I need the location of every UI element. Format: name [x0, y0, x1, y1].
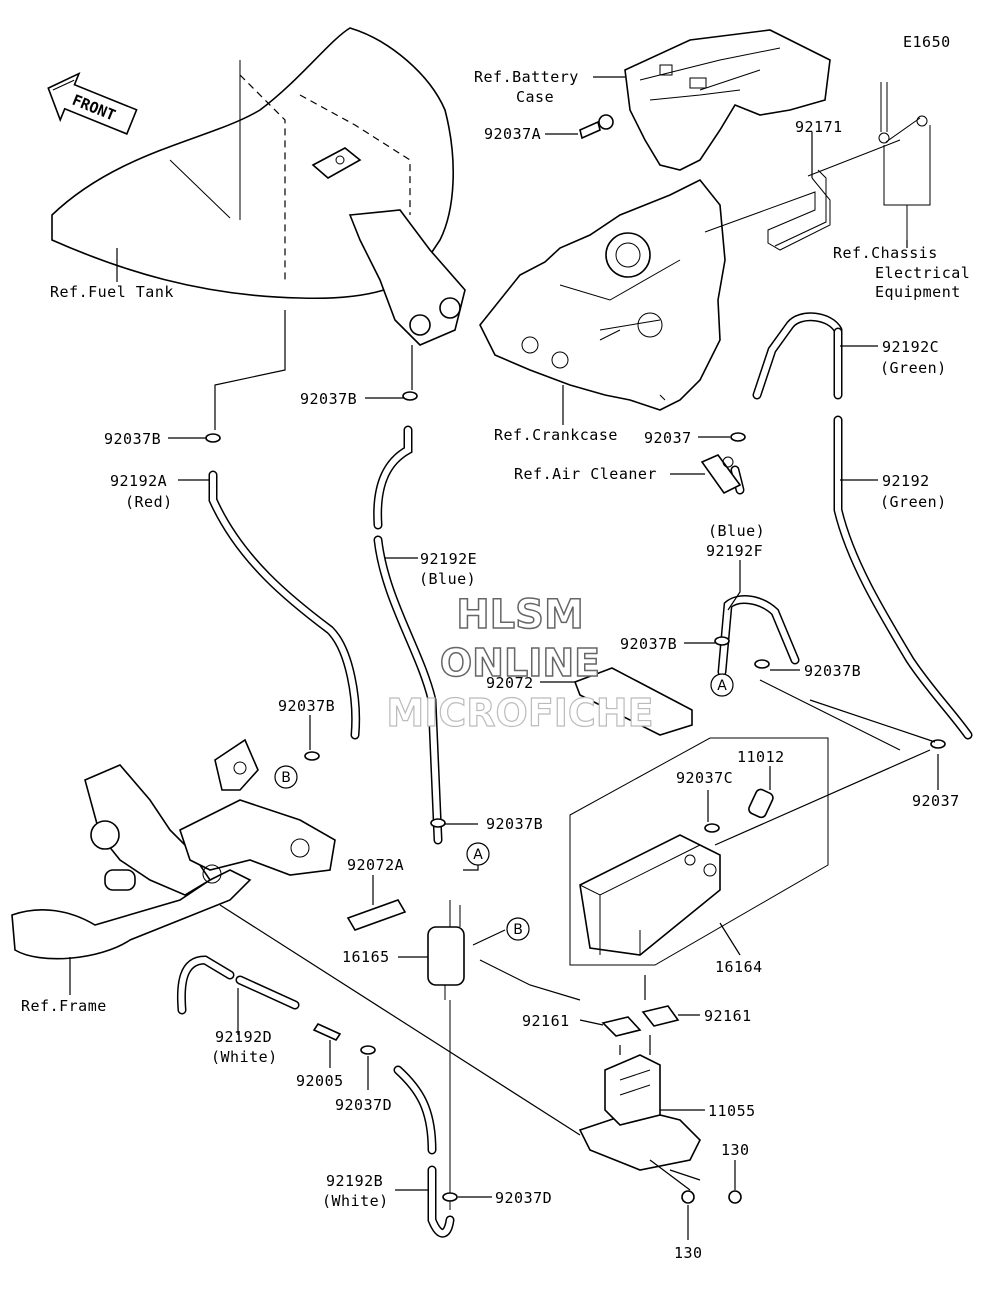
crankcase [479, 178, 726, 411]
part-92192B-color: (White) [322, 1192, 389, 1210]
ref-chassis-line2: Electrical [875, 264, 970, 282]
watermark: HLSM ONLINE MICROFICHE [386, 591, 654, 735]
part-11012: 11012 [737, 748, 785, 766]
marker-a-upper-label: A [717, 678, 727, 694]
part-92192A-color: (Red) [125, 493, 173, 511]
band-92072 [573, 667, 693, 736]
frame [11, 738, 336, 960]
hoses [176, 312, 973, 1238]
air-cleaner-fitting [700, 454, 742, 495]
part-11012 [748, 788, 774, 819]
pad-92161-left [601, 1016, 642, 1037]
part-92192-color: (Green) [880, 493, 947, 511]
pad-92161-right [641, 1005, 680, 1027]
part-92161-left: 92161 [522, 1012, 570, 1030]
watermark-line3: MICROFICHE [386, 691, 653, 735]
part-130-top: 130 [721, 1141, 750, 1159]
part-92192C: 92192C [882, 338, 939, 356]
fuel-tank-outline [51, 27, 466, 346]
part-92037D: 92037D [335, 1096, 392, 1114]
watermark-line2: ONLINE [440, 641, 600, 685]
part-92037D-bottom: 92037D [495, 1189, 552, 1207]
part-92037A: 92037A [484, 125, 541, 143]
diagram-code: E1650 [903, 33, 951, 51]
ref-battery-case-line1: Ref.Battery [474, 68, 579, 86]
front-arrow-icon: FRONT [47, 71, 138, 135]
part-92192F-color: (Blue) [708, 522, 765, 540]
part-92037B-top: 92037B [300, 390, 357, 408]
part-92192: 92192 [882, 472, 930, 490]
watermark-line1: HLSM [456, 592, 584, 638]
marker-b-left: B [274, 765, 298, 789]
part-16165: 16165 [342, 948, 390, 966]
marker-a-lower-label: A [473, 847, 483, 863]
part-92005: 92005 [296, 1072, 344, 1090]
marker-a-upper: A [710, 673, 734, 697]
part-92192D: 92192D [215, 1028, 272, 1046]
marker-a-lower: A [466, 842, 490, 866]
marker-b-right: B [506, 917, 530, 941]
part-92171: 92171 [795, 118, 843, 136]
part-16164: 16164 [715, 958, 763, 976]
chassis-electrical-bracket [878, 82, 931, 240]
part-92037-right: 92037 [912, 792, 960, 810]
ref-battery-case-line2: Case [516, 88, 554, 106]
ref-chassis-line3: Equipment [875, 283, 961, 301]
part-92037B-left: 92037B [104, 430, 161, 448]
canister-bracket-11055 [578, 1054, 701, 1171]
canister-area-outline [569, 737, 829, 966]
canister-16164 [579, 834, 721, 956]
ref-chassis-line1: Ref.Chassis [833, 244, 938, 262]
ref-fuel-tank: Ref.Fuel Tank [50, 283, 174, 301]
battery-case [624, 29, 831, 171]
part-92192B: 92192B [326, 1172, 383, 1190]
part-92192D-color: (White) [211, 1048, 278, 1066]
bolt-92037A [579, 114, 614, 140]
part-92161-right: 92161 [704, 1007, 752, 1025]
part-92192E: 92192E [420, 550, 477, 568]
ref-air-cleaner: Ref.Air Cleaner [514, 465, 657, 483]
ref-crankcase: Ref.Crankcase [494, 426, 618, 444]
part-92192F: 92192F [706, 542, 763, 560]
ref-frame: Ref.Frame [21, 997, 107, 1015]
part-92037B-mid: 92037B [486, 815, 543, 833]
part-92037B-f1: 92037B [620, 635, 677, 653]
part-92072A: 92072A [347, 856, 404, 874]
fuel-filter-16165 [427, 900, 465, 1000]
breather-pipe-92171 [704, 139, 901, 251]
part-92037B-b: 92037B [278, 697, 335, 715]
part-92037C: 92037C [676, 769, 733, 787]
hose-clips [205, 391, 946, 1204]
marker-b-left-label: B [281, 770, 291, 786]
part-130-bottom: 130 [674, 1244, 703, 1262]
marker-b-right-label: B [513, 922, 523, 938]
part-92037-air: 92037 [644, 429, 692, 447]
part-92072: 92072 [486, 674, 534, 692]
part-92192E-color: (Blue) [419, 570, 476, 588]
part-11055: 11055 [708, 1102, 756, 1120]
band-92072A [346, 899, 407, 931]
part-92192C-color: (Green) [880, 359, 947, 377]
part-92037B-f2: 92037B [804, 662, 861, 680]
part-92192A: 92192A [110, 472, 167, 490]
